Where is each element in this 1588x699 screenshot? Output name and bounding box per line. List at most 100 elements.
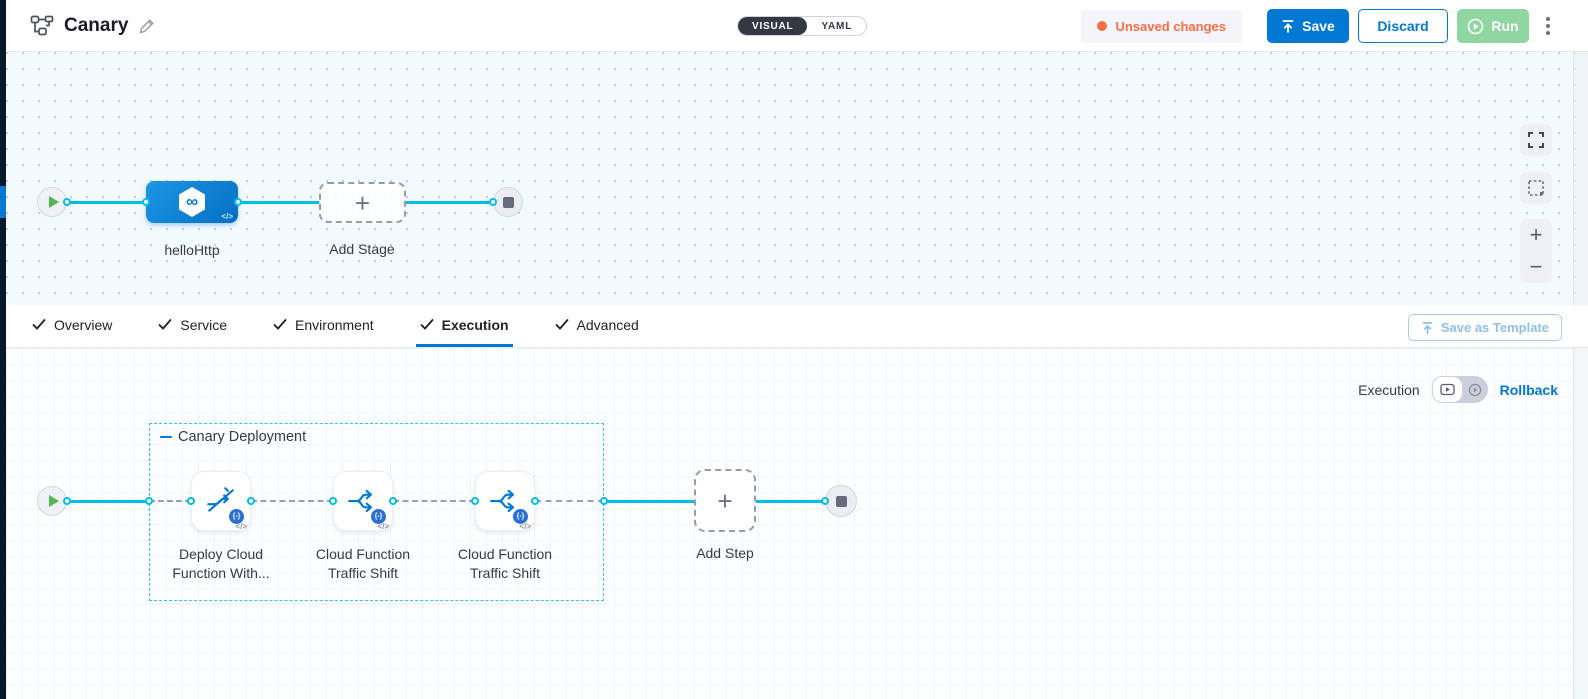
fullscreen-icon bbox=[1528, 132, 1544, 148]
execution-view-icon[interactable] bbox=[1431, 376, 1463, 403]
upload-icon bbox=[1282, 19, 1294, 33]
wire-step1-to-step2 bbox=[251, 500, 333, 502]
step3-in-port[interactable] bbox=[471, 497, 479, 505]
cloud-function-badge-icon: {-} bbox=[228, 508, 245, 525]
more-options-kebab-icon[interactable] bbox=[1542, 13, 1554, 39]
group-in-port[interactable] bbox=[145, 497, 153, 505]
run-button-label: Run bbox=[1491, 18, 1519, 34]
left-nav-rail[interactable] bbox=[0, 0, 6, 699]
add-step-label: Add Step bbox=[696, 545, 754, 561]
step-traffic-shift-2[interactable]: {-} </> bbox=[475, 471, 535, 531]
stop-square-icon bbox=[835, 495, 847, 507]
page-title: Canary bbox=[64, 14, 129, 36]
toggle-yaml[interactable]: YAML bbox=[821, 20, 853, 32]
fullscreen-button[interactable] bbox=[1520, 124, 1552, 156]
edit-pencil-icon[interactable] bbox=[138, 17, 156, 35]
left-nav-active-indicator bbox=[0, 186, 6, 218]
check-icon bbox=[158, 319, 172, 330]
group-title-row[interactable]: Canary Deployment bbox=[160, 429, 306, 445]
tab-environment[interactable]: Environment bbox=[269, 305, 378, 347]
execution-end-node[interactable] bbox=[825, 485, 857, 517]
pipeline-start-node[interactable] bbox=[37, 187, 67, 217]
step-traffic-shift-1[interactable]: {-} </> bbox=[333, 471, 393, 531]
wire-addstage-to-end bbox=[406, 201, 493, 204]
canvas-scroll-gutter[interactable] bbox=[1573, 52, 1588, 305]
plus-icon: + bbox=[717, 485, 733, 516]
stage-out-port[interactable] bbox=[234, 198, 242, 206]
step-deploy-cloud-function[interactable]: {-} </> bbox=[191, 471, 251, 531]
start-play-icon bbox=[48, 495, 59, 507]
save-as-template-button[interactable]: Save as Template bbox=[1407, 314, 1562, 341]
check-icon bbox=[420, 319, 434, 330]
step-code-icon: </> bbox=[377, 522, 389, 531]
step2-in-port[interactable] bbox=[329, 497, 337, 505]
toggle-visual[interactable]: VISUAL bbox=[738, 17, 808, 35]
execution-start-node[interactable] bbox=[37, 486, 67, 516]
run-button[interactable]: Run bbox=[1457, 9, 1529, 43]
marquee-select-button[interactable] bbox=[1520, 172, 1552, 204]
discard-button-label: Discard bbox=[1377, 18, 1429, 34]
zoom-out-button[interactable]: − bbox=[1529, 254, 1543, 279]
wire-stage-to-addstage bbox=[238, 201, 319, 204]
traffic-shift-icon bbox=[490, 489, 515, 513]
unsaved-dot-icon bbox=[1097, 21, 1108, 31]
step-group-canary-deployment[interactable]: Canary Deployment bbox=[149, 423, 604, 601]
run-play-icon bbox=[1468, 18, 1484, 34]
collapse-icon[interactable] bbox=[160, 435, 172, 439]
step1-in-port[interactable] bbox=[187, 497, 195, 505]
step3-out-port[interactable] bbox=[531, 497, 539, 505]
add-step-button[interactable]: + bbox=[694, 469, 756, 532]
end-node-port[interactable] bbox=[489, 198, 497, 206]
visual-yaml-toggle: VISUAL YAML bbox=[737, 16, 868, 36]
exec-end-port[interactable] bbox=[821, 497, 829, 505]
stage-tabbar: Overview Service Environment Execution A… bbox=[6, 305, 1588, 348]
execution-mode-label: Execution bbox=[1358, 381, 1420, 398]
zoom-in-button[interactable]: + bbox=[1529, 222, 1543, 247]
execution-rollback-toggle[interactable] bbox=[1431, 376, 1488, 403]
wire-group-to-step1 bbox=[149, 500, 191, 502]
rollback-view-icon[interactable] bbox=[1463, 383, 1488, 397]
group-title-label: Canary Deployment bbox=[178, 429, 307, 445]
pipeline-end-node[interactable] bbox=[493, 187, 523, 217]
wire-start-to-stage bbox=[67, 201, 146, 204]
pipeline-title-group: Canary bbox=[30, 15, 156, 37]
exec-start-port[interactable] bbox=[63, 497, 71, 505]
start-play-icon bbox=[48, 196, 59, 208]
traffic-shift-icon bbox=[348, 489, 373, 513]
step1-out-port[interactable] bbox=[247, 497, 255, 505]
step-code-icon: </> bbox=[519, 522, 531, 531]
stage-pipeline-canvas[interactable]: ∞ </> helloHttp + Add Stage bbox=[6, 52, 1588, 305]
execution-canvas[interactable]: Execution Rollback bbox=[6, 348, 1588, 699]
rollback-link[interactable]: Rollback bbox=[1499, 381, 1558, 398]
deploy-no-traffic-icon bbox=[207, 487, 234, 512]
cloud-function-badge-icon: {-} bbox=[512, 508, 529, 525]
stage-in-port[interactable] bbox=[142, 198, 150, 206]
wire-start-to-group bbox=[67, 500, 149, 503]
save-button[interactable]: Save bbox=[1267, 9, 1349, 43]
wire-step2-to-step3 bbox=[393, 500, 475, 502]
canvas-scroll-gutter[interactable] bbox=[1573, 348, 1588, 699]
tab-advanced[interactable]: Advanced bbox=[551, 305, 643, 347]
tab-execution[interactable]: Execution bbox=[415, 305, 513, 347]
tab-service[interactable]: Service bbox=[154, 305, 231, 347]
start-node-port[interactable] bbox=[63, 198, 71, 206]
marquee-icon bbox=[1528, 180, 1544, 196]
add-stage-button[interactable]: + bbox=[319, 182, 406, 223]
unsaved-changes-badge: Unsaved changes bbox=[1081, 9, 1242, 43]
step-code-icon: </> bbox=[235, 522, 247, 531]
wire-step3-to-group-edge bbox=[535, 500, 604, 502]
stage-tabs: Overview Service Environment Execution A… bbox=[28, 305, 643, 347]
save-button-label: Save bbox=[1302, 18, 1335, 34]
header-actions: Unsaved changes Save Discard Run bbox=[1081, 0, 1554, 52]
header: Canary VISUAL YAML Unsaved changes Sa bbox=[6, 0, 1588, 52]
tab-overview[interactable]: Overview bbox=[28, 305, 116, 347]
step2-out-port[interactable] bbox=[389, 497, 397, 505]
group-out-port[interactable] bbox=[600, 497, 608, 505]
stage-node-hellohttp[interactable]: ∞ </> bbox=[146, 181, 238, 223]
discard-button[interactable]: Discard bbox=[1358, 9, 1448, 43]
stop-square-icon bbox=[502, 196, 514, 208]
save-as-template-label: Save as Template bbox=[1440, 320, 1549, 335]
